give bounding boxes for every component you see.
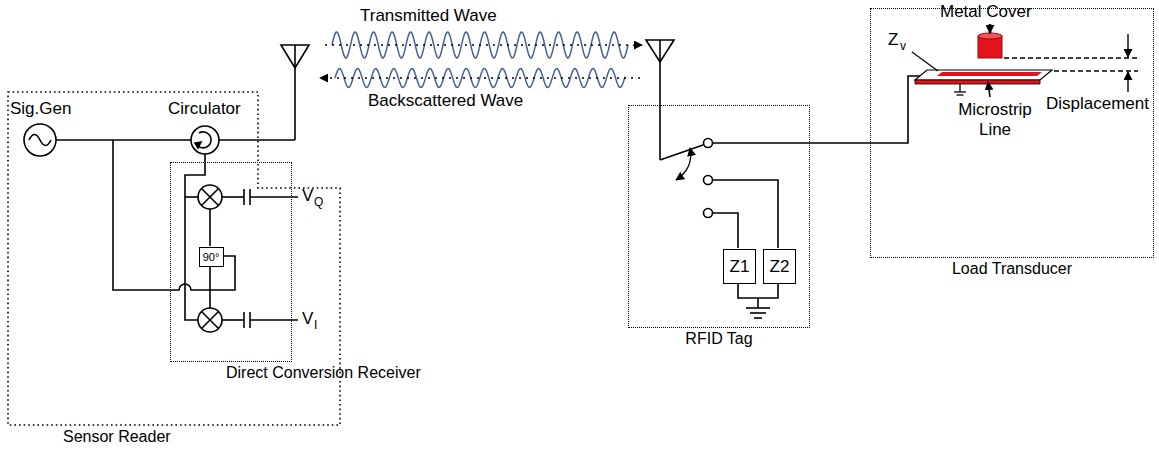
box-label: Z1 xyxy=(730,257,750,277)
microstrip-line xyxy=(957,94,964,95)
microstrip-line xyxy=(915,80,1040,84)
signal-subscript: Q xyxy=(314,196,323,210)
tag-wire xyxy=(738,283,778,298)
microstrip-line xyxy=(954,84,966,95)
impedance-subscript: v xyxy=(900,40,906,54)
dimension-label: Displacement xyxy=(1046,94,1149,114)
box-label: 90° xyxy=(203,251,220,263)
signal-name: V xyxy=(302,186,313,206)
capacitor-symbol xyxy=(243,312,245,328)
microstrip-line xyxy=(988,82,990,97)
switch-symbol xyxy=(660,145,703,160)
part-label: Microstrip Line xyxy=(945,100,1045,139)
tag-wire xyxy=(870,76,928,143)
mixer-symbol xyxy=(198,308,222,332)
metal-cover xyxy=(978,33,1002,39)
tag-wire xyxy=(750,312,766,314)
signal-generator xyxy=(56,139,191,141)
microstrip-line xyxy=(954,91,966,92)
tag-wire xyxy=(713,76,929,318)
microstrip-line xyxy=(959,84,960,92)
switch-symbol xyxy=(704,139,713,148)
signal-generator xyxy=(24,124,191,156)
wave-label: Backscattered Wave xyxy=(368,91,523,111)
tag-wire xyxy=(713,142,811,144)
region-outline xyxy=(8,92,340,425)
displacement-dimension xyxy=(1127,72,1128,92)
tag-wire xyxy=(754,317,762,319)
displacement-dimension xyxy=(1004,57,1138,58)
wave-axis xyxy=(320,45,642,78)
region-heading: Direct Conversion Receiver xyxy=(226,364,421,382)
signal-name: V xyxy=(302,309,313,329)
antenna-symbol xyxy=(659,40,661,160)
signal-subscript: I xyxy=(314,319,317,333)
circulator-symbol xyxy=(191,126,219,154)
signal-generator xyxy=(29,135,51,146)
box-label: Z2 xyxy=(770,257,790,277)
switch-symbol xyxy=(676,148,691,180)
receiver-wire xyxy=(250,196,298,198)
load-transducer-region: Load Transducer xyxy=(870,8,1154,258)
wave-axis xyxy=(325,44,642,46)
part-label: Metal Cover xyxy=(940,2,1032,22)
wave-axis xyxy=(320,77,640,79)
receiver-wire xyxy=(185,154,205,320)
microstrip-line xyxy=(912,52,1052,97)
region-heading: Load Transducer xyxy=(871,260,1153,278)
switch-symbol xyxy=(704,176,713,185)
region-heading: Sensor Reader xyxy=(63,428,171,446)
antenna-symbol xyxy=(219,139,295,141)
tag-wire xyxy=(713,213,739,248)
receiver-wire xyxy=(250,319,298,321)
microstrip-line xyxy=(912,52,938,71)
circulator-symbol xyxy=(195,142,201,148)
sensor-reader-region: 90°Direct Conversion ReceiverSensor Read… xyxy=(8,92,340,425)
mixer-symbol xyxy=(198,185,222,209)
antenna-symbol xyxy=(294,45,296,140)
displacement-dimension xyxy=(1004,34,1138,92)
region-heading: RFID Tag xyxy=(629,330,809,348)
receiver-wire xyxy=(222,319,244,321)
capacitor-symbol xyxy=(243,189,245,205)
displacement-dimension xyxy=(1127,34,1128,57)
antenna-symbol xyxy=(219,40,674,160)
switch-symbol xyxy=(704,209,713,218)
receiver-wire xyxy=(222,196,244,198)
microstrip-line xyxy=(915,70,1052,80)
receiver-wire xyxy=(185,196,198,198)
wave-label: Transmitted Wave xyxy=(360,6,497,26)
capacitor-symbol xyxy=(244,189,250,328)
component-label: Circulator xyxy=(168,99,241,119)
receiver-wire xyxy=(113,140,298,320)
impedance-box: Z1 xyxy=(723,249,756,284)
impedance-label: Z xyxy=(888,30,898,50)
rfid-tag-region: Z1Z2RFID Tag xyxy=(628,105,810,328)
wire-connector xyxy=(810,142,870,144)
receiver-wire xyxy=(209,266,211,308)
wave-group xyxy=(332,32,628,87)
backscattered-wave xyxy=(335,69,625,88)
receiver-wire xyxy=(209,209,211,246)
metal-cover xyxy=(978,24,1002,58)
tag-wire xyxy=(713,180,779,248)
displacement-dimension xyxy=(1054,70,1138,71)
component-label: Sig.Gen xyxy=(10,99,71,119)
phase-shifter-box: 90° xyxy=(199,247,224,267)
capacitor-symbol xyxy=(249,312,251,328)
circulator-symbol xyxy=(191,126,219,154)
tag-wire xyxy=(746,307,770,309)
capacitor-symbol xyxy=(249,189,251,205)
mixer-symbol xyxy=(202,189,219,206)
microstrip-line xyxy=(937,72,1042,76)
receiver-region: 90°Direct Conversion Receiver xyxy=(170,162,292,362)
signal-generator xyxy=(24,124,56,156)
tag-wire xyxy=(757,298,759,308)
impedance-box: Z2 xyxy=(763,249,796,284)
metal-cover xyxy=(989,24,992,33)
switch-symbol xyxy=(660,139,713,218)
mixer-symbol xyxy=(202,312,219,329)
